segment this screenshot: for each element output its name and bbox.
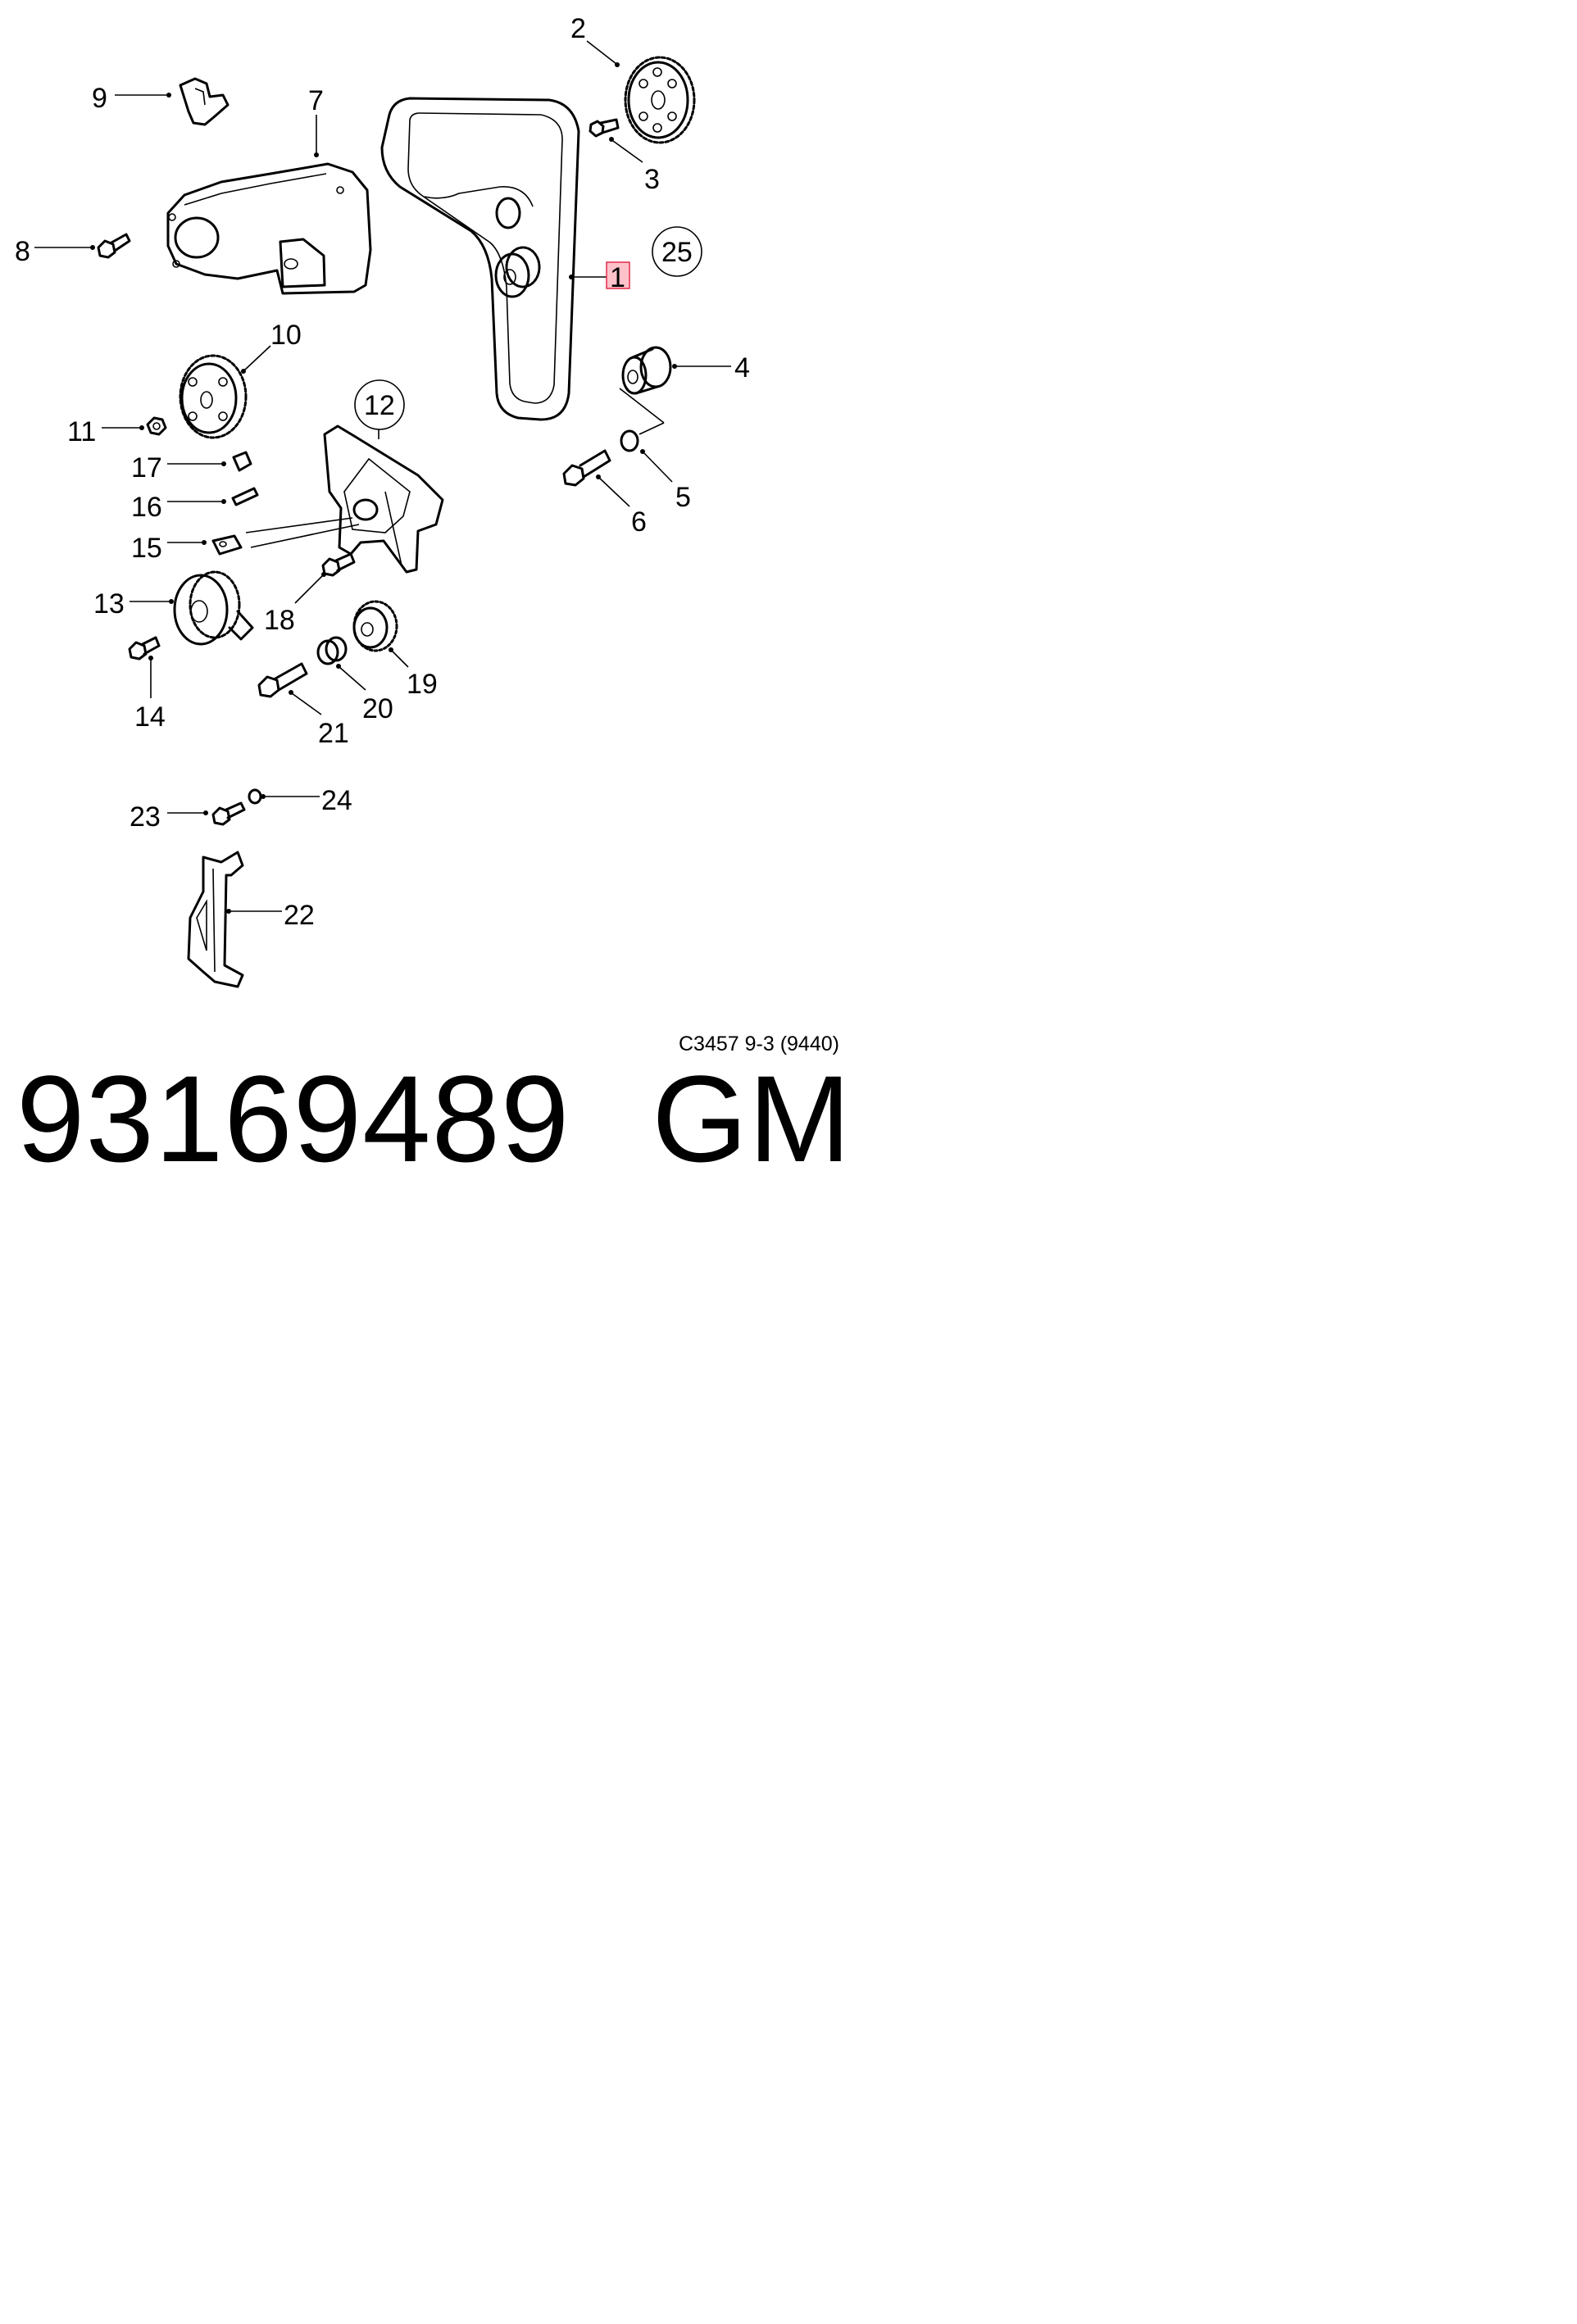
callout-7: 7 (308, 85, 324, 116)
callout-12-circle (354, 379, 405, 430)
callout-10: 10 (270, 320, 302, 351)
part-5-washer (620, 429, 639, 452)
part-17-sleeve (232, 451, 252, 472)
exploded-parts-diagram: 2 3 1 25 4 5 6 7 8 9 10 11 12 17 16 15 1… (15, 13, 839, 1055)
part-22-guide-rail (187, 851, 244, 988)
part-10-crankshaft-gear (179, 354, 248, 439)
callout-25-circle (652, 226, 702, 277)
part-number: 93169489 (16, 1050, 570, 1187)
callout-2: 2 (570, 13, 586, 44)
part-2-camshaft-gear (624, 56, 696, 144)
callout-1: 1 (610, 262, 625, 293)
callout-5: 5 (675, 482, 691, 513)
brand: GM (652, 1050, 852, 1187)
part-19-small-gear (352, 600, 398, 652)
callout-21: 21 (318, 718, 349, 749)
part-15-pin (211, 534, 243, 556)
callout-12: 12 (364, 390, 395, 421)
part-16-stud (231, 487, 259, 506)
part-3-bolt (589, 118, 620, 138)
callout-11: 11 (67, 416, 96, 447)
part-11-nut (146, 416, 167, 436)
part-9-bracket-clip (179, 77, 230, 126)
part-14-bolt (128, 636, 161, 660)
callout-9: 9 (92, 83, 107, 114)
part-4-roller (621, 346, 672, 395)
callout-16: 16 (131, 492, 162, 523)
leader-lines (34, 40, 731, 914)
part-24-washer (248, 788, 262, 805)
part-1-timing-belt (380, 97, 580, 421)
callout-8: 8 (15, 236, 30, 267)
callout-18: 18 (264, 605, 295, 636)
belt-tensioner-roller (494, 197, 541, 298)
callout-15: 15 (131, 533, 162, 564)
figure-reference: C3457 9-3 (9440) (679, 1033, 839, 1055)
callout-22: 22 (284, 900, 315, 931)
part-12-bracket-plate (323, 424, 444, 574)
callout-19: 19 (407, 669, 438, 700)
part-21-bolt (257, 662, 308, 698)
callout-25: 25 (661, 237, 693, 268)
part-20-spacer-ring (316, 636, 348, 665)
callout-6: 6 (631, 506, 647, 538)
callout-23: 23 (130, 801, 161, 833)
part-23-bolt (211, 801, 246, 826)
part-13-idler-pulley (173, 570, 254, 646)
part-8-bolt (97, 233, 131, 259)
callout-13: 13 (93, 588, 125, 620)
callout-17: 17 (131, 452, 162, 483)
part-18-bolt (321, 552, 356, 577)
callout-3: 3 (644, 164, 660, 195)
callout-20: 20 (362, 693, 393, 724)
callout-4: 4 (734, 352, 750, 384)
callout-24: 24 (321, 785, 352, 816)
part-6-bolt (562, 449, 611, 487)
highlight-box (606, 261, 630, 289)
callout-14: 14 (134, 701, 166, 733)
part-7-timing-cover (166, 162, 372, 295)
